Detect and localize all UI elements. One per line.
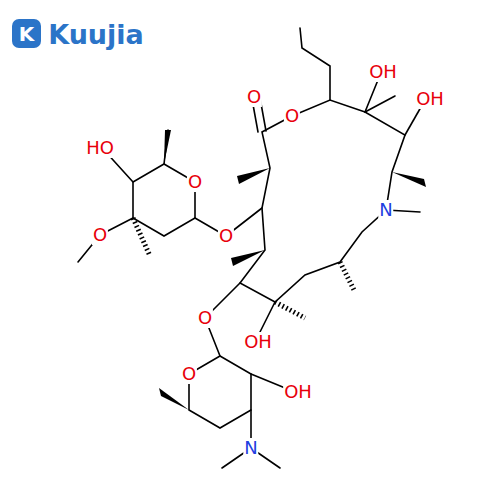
atom-label: OH (243, 332, 273, 352)
bond-lines (12, 19, 425, 468)
atom-label: N (243, 438, 258, 458)
atom-label: OH (415, 89, 445, 109)
atom-label: OH (368, 62, 398, 82)
logo-badge (12, 19, 41, 48)
atom-label: O (197, 308, 213, 328)
atom-label: OH (283, 382, 313, 402)
wedge-bonds (159, 130, 426, 410)
atom-label: O (218, 226, 234, 246)
atom-label: O (92, 225, 108, 245)
atom-label: O (181, 364, 197, 384)
watermark: Kuujia (47, 20, 145, 49)
atom-label: O (187, 172, 203, 192)
atom-label: N (378, 200, 393, 220)
atom-label: O (246, 87, 262, 107)
logo-letter: K (18, 23, 36, 45)
atom-label: O (284, 106, 300, 126)
atom-label: HO (85, 138, 115, 158)
hashed-bonds (133, 218, 355, 318)
